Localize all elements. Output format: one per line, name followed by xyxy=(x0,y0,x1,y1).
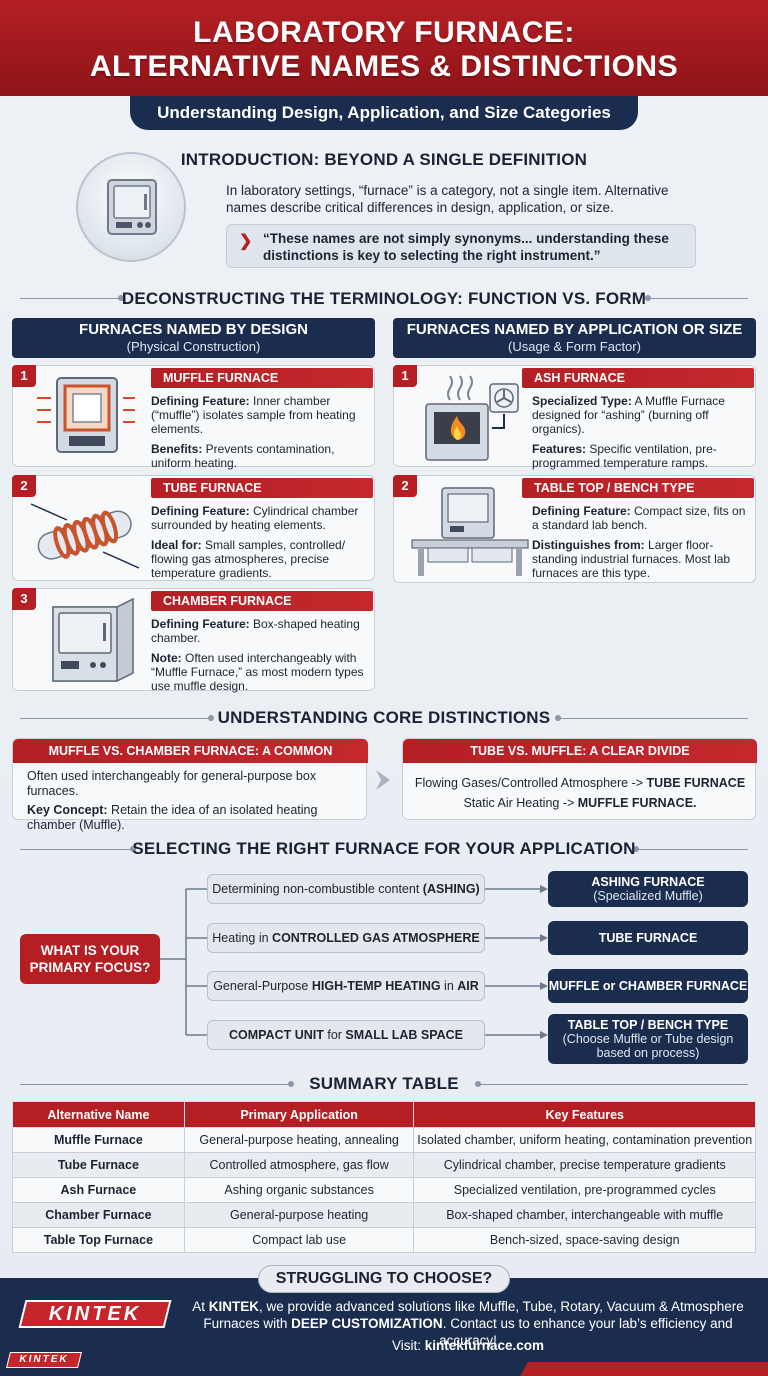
column-header: Primary Application xyxy=(183,1101,415,1128)
intro-quote: ❯ “These names are not simply synonyms..… xyxy=(226,224,696,268)
footer-text: At KINTEK, we provide advanced solutions… xyxy=(192,1299,744,1348)
summary-table: Alternative Name Primary Application Key… xyxy=(12,1101,756,1253)
result-table-top: TABLE TOP / BENCH TYPE (Choose Muffle or… xyxy=(548,1014,748,1064)
column-header: Key Features xyxy=(413,1101,756,1128)
distinctions-title: UNDERSTANDING CORE DISTINCTIONS xyxy=(217,708,551,727)
chamber-furnace-card: 3 CHAMBER FURNACE Defining Feature: Box-… xyxy=(12,588,375,693)
tube-furnace-card: 2 TUBE FURNACE Defining Feature: Cylindr… xyxy=(12,475,375,581)
muffle-vs-chamber-box: MUFFLE VS. CHAMBER FURNACE: A COMMON CON… xyxy=(12,738,368,832)
muffle-furnace-illustration xyxy=(35,374,135,465)
bench-furnace-illustration xyxy=(410,484,530,583)
ash-furnace-illustration xyxy=(420,372,526,469)
option-compact-unit: COMPACT UNIT for SMALL LAB SPACE xyxy=(207,1020,485,1050)
intro-title: INTRODUCTION: BEYOND A SINGLE DEFINITION xyxy=(180,150,588,169)
design-column-header: FURNACES NAMED BY DESIGN (Physical Const… xyxy=(12,318,375,358)
primary-focus-badge: WHAT IS YOUR PRIMARY FOCUS? xyxy=(20,934,160,984)
chevron-right-icon: ❯ xyxy=(239,233,253,250)
website-link[interactable]: kintekfurnace.com xyxy=(424,1338,545,1353)
chevron-right-icon xyxy=(372,768,394,797)
result-tube-furnace: TUBE FURNACE xyxy=(548,921,748,955)
application-column-header: FURNACES NAMED BY APPLICATION OR SIZE (U… xyxy=(393,318,756,358)
title-line-2: ALTERNATIVE NAMES & DISTINCTIONS xyxy=(89,50,679,83)
flow-connectors xyxy=(160,885,548,1039)
chamber-furnace-illustration xyxy=(43,597,139,692)
visit-line: Visit: kintekfurnace.com xyxy=(391,1338,545,1353)
option-high-temp-air: General-Purpose HIGH-TEMP HEATING in AIR xyxy=(207,971,485,1001)
column-header: Alternative Name xyxy=(12,1101,185,1128)
title-line-1: LABORATORY FURNACE: xyxy=(193,16,575,49)
kintek-logo[interactable]: KINTEK xyxy=(18,1300,172,1328)
decorative-strip xyxy=(520,1362,768,1376)
terminology-title: DECONSTRUCTING THE TERMINOLOGY: FUNCTION… xyxy=(121,289,647,308)
kintek-mini-logo: KINTEK xyxy=(6,1352,82,1368)
intro-text: In laboratory settings, “furnace” is a c… xyxy=(226,183,669,215)
furnace-icon xyxy=(76,152,186,262)
result-ashing-furnace: ASHING FURNACE (Specialized Muffle) xyxy=(548,871,748,907)
tube-furnace-illustration xyxy=(27,494,143,579)
muffle-furnace-card: 1 MUFFLE FURNACE Defining Feature: Inner… xyxy=(12,365,375,470)
footer-title: STRUGGLING TO CHOOSE? xyxy=(258,1265,510,1293)
summary-title: SUMMARY TABLE xyxy=(309,1074,459,1093)
result-muffle-or-chamber: MUFFLE or CHAMBER FURNACE xyxy=(548,969,748,1003)
header-banner: LABORATORY FURNACE: ALTERNATIVE NAMES & … xyxy=(0,0,768,96)
ash-furnace-card: 1 ASH FURNACE Specialized Type: A Muffle… xyxy=(393,365,756,470)
option-ashing: Determining non-combustible content (ASH… xyxy=(207,874,485,904)
table-top-furnace-card: 2 TABLE TOP / BENCH TYPE FURNACE Definin… xyxy=(393,475,756,583)
selection-title: SELECTING THE RIGHT FURNACE FOR YOUR APP… xyxy=(132,839,636,858)
subtitle-bar: Understanding Design, Application, and S… xyxy=(130,96,638,130)
tube-vs-muffle-box: TUBE VS. MUFFLE: A CLEAR DIVIDE Flowing … xyxy=(402,738,757,820)
option-controlled-atmosphere: Heating in CONTROLLED GAS ATMOSPHERE xyxy=(207,923,485,953)
table-header-row: Alternative Name Primary Application Key… xyxy=(12,1101,756,1128)
page-title: LABORATORY FURNACE: ALTERNATIVE NAMES & … xyxy=(0,0,768,84)
